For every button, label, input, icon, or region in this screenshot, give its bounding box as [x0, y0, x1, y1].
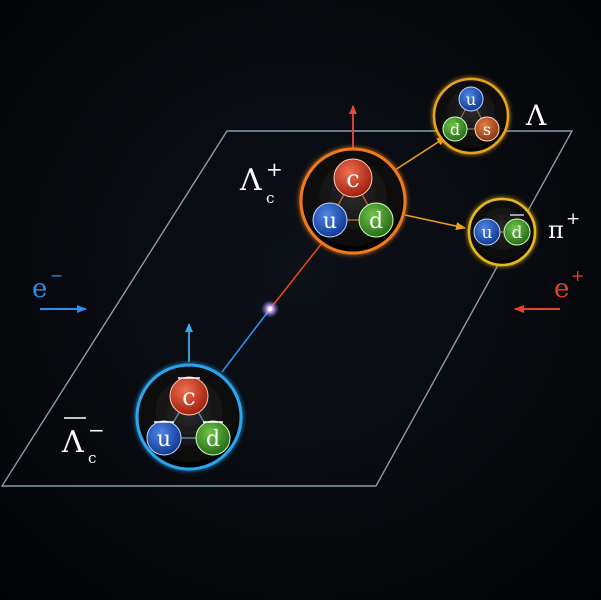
anti-lambda-c-subscript: c — [88, 449, 96, 467]
quark-u — [312, 202, 348, 238]
lambda-symbol: Λ — [525, 99, 547, 132]
pion-charge: + — [566, 209, 580, 229]
positron-label: e + — [554, 266, 584, 304]
positron-symbol: e — [554, 274, 569, 304]
quark-u-label: u — [466, 90, 476, 109]
anti-lambda-c-track — [221, 308, 271, 373]
decay-arrow-lambda — [394, 136, 447, 171]
antiquark-c-label: c — [182, 383, 195, 411]
anti-lambda-c-baryon: c u d — [135, 363, 243, 471]
electron-charge: − — [50, 266, 63, 285]
quark-u — [458, 86, 484, 112]
lambda-c-charge: + — [266, 157, 283, 181]
antiquark-c — [169, 376, 209, 416]
lambda-baryon: u d s — [432, 77, 510, 155]
quark-c-label: c — [346, 165, 359, 193]
lambda-c-track — [269, 237, 327, 310]
antiquark-u — [146, 420, 182, 456]
lambda-c-baryon: c u d — [299, 147, 407, 255]
decay-arrow-pion — [404, 214, 466, 231]
interaction-point — [267, 306, 273, 312]
pion-symbol: π — [548, 216, 564, 244]
quark-d — [442, 116, 468, 142]
lambda-label: Λ — [525, 99, 547, 132]
electron-label: e − — [32, 266, 63, 304]
pion-label: π + — [548, 209, 580, 244]
quark-d-label: d — [450, 120, 460, 139]
quark-u-label: u — [323, 209, 337, 234]
anti-lambda-c-charge: − — [88, 418, 105, 442]
quark-u — [473, 218, 501, 246]
anti-lambda-c-label: Λ c − — [61, 417, 105, 467]
quark-s — [474, 116, 500, 142]
lambda-c-label: Λ c + — [239, 157, 283, 207]
positron-charge: + — [571, 266, 584, 285]
quark-s-label: s — [483, 120, 491, 139]
pion-meson: u d — [467, 197, 537, 267]
antiquark-d-label: d — [206, 427, 220, 452]
quark-c — [333, 158, 373, 198]
electron-symbol: e — [32, 274, 47, 304]
quark-u-label: u — [482, 223, 493, 243]
quark-d-label: d — [369, 209, 383, 234]
antiquark-d — [195, 420, 231, 456]
lambda-c-subscript: c — [266, 189, 274, 207]
antiquark-d — [503, 218, 531, 246]
quark-d — [358, 202, 394, 238]
antiquark-d-label: d — [512, 223, 523, 243]
anti-lambda-c-symbol: Λ — [61, 425, 84, 460]
antiquark-u-label: u — [157, 427, 171, 452]
lambda-c-symbol: Λ — [239, 163, 262, 198]
